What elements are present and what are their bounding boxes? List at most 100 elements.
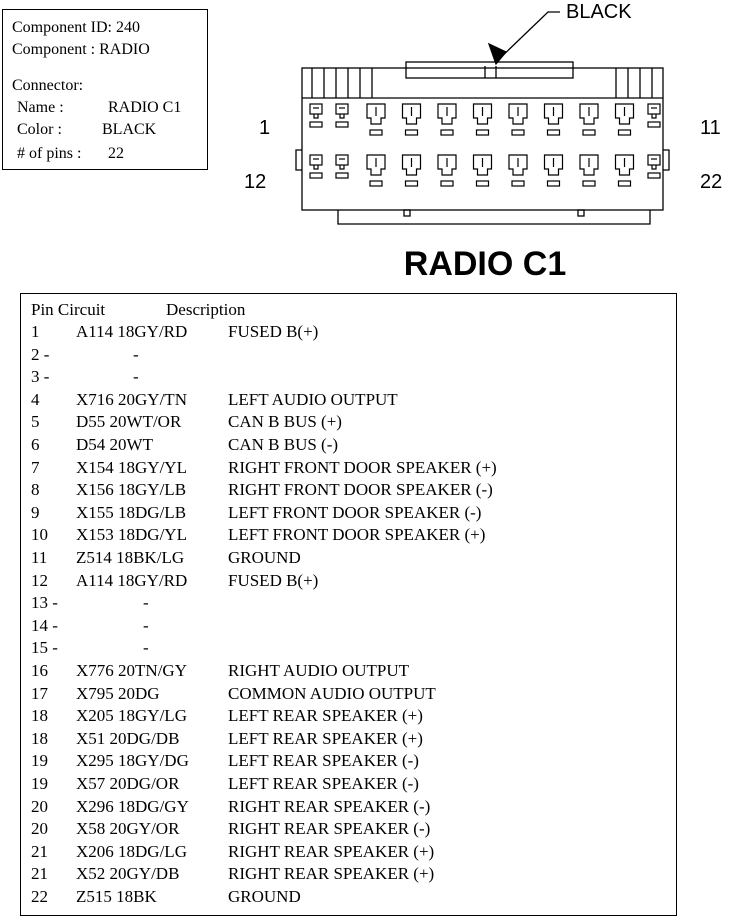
pin-cavity	[309, 154, 323, 166]
table-row: 15 --	[21, 637, 676, 659]
pin-cavity	[508, 103, 528, 125]
cell-pin: 15 -	[31, 638, 58, 658]
connector-body	[301, 67, 664, 211]
pin-cavity	[508, 154, 528, 176]
pin-label-top-right: 11	[700, 117, 721, 139]
connector-color-value: BLACK	[102, 121, 157, 138]
cell-circuit: -	[143, 593, 149, 613]
cell-pin: 10	[31, 525, 48, 545]
pin-count-label: # of pins :	[17, 145, 82, 162]
cell-pin: 9	[31, 502, 40, 522]
connector-title: RADIO C1	[403, 245, 567, 283]
table-row: 3 - -	[21, 366, 676, 388]
cell-description: LEFT REAR SPEAKER (+)	[228, 706, 423, 726]
pin-cavity	[437, 103, 457, 125]
color-callout-arrowhead	[487, 42, 508, 66]
pin-cavity	[647, 103, 661, 115]
pin-cavity	[543, 154, 564, 176]
pin-cavity	[472, 103, 493, 125]
cell-description: LEFT REAR SPEAKER (-)	[228, 751, 419, 771]
cell-circuit: -	[133, 367, 139, 387]
cell-circuit: X716 20GY/TN	[76, 389, 187, 409]
pin-cavities	[309, 103, 661, 187]
cell-circuit: -	[143, 615, 149, 635]
cell-circuit: X296 18DG/GY	[76, 796, 189, 816]
cell-pin: 1	[31, 322, 40, 341]
pin-cavity	[543, 103, 564, 125]
pin-label-bottom-left: 12	[244, 171, 267, 193]
cell-pin: 8	[31, 480, 40, 500]
pin-cavity	[614, 154, 635, 176]
cell-circuit: X206 18DG/LG	[76, 841, 187, 861]
component-info-box: Component ID: 240 Component : RADIO Conn…	[2, 9, 208, 170]
pin-cavity	[335, 103, 349, 115]
cell-circuit: X57 20DG/OR	[76, 774, 180, 793]
cell-pin: 19	[31, 751, 48, 771]
cell-circuit: X58 20GY/OR	[76, 819, 180, 839]
cell-circuit: X155 18DG/LB	[76, 502, 187, 522]
cell-pin: 3 -	[31, 367, 50, 387]
header-pin-circuit: Pin Circuit	[31, 300, 106, 319]
cell-pin: 7	[31, 457, 40, 477]
connector-face-diagram	[295, 11, 670, 225]
table-header: Pin Circuit Description	[21, 299, 676, 321]
cell-circuit: X205 18GY/LG	[76, 706, 187, 726]
pin-cavity	[309, 103, 323, 115]
cell-description: GROUND	[228, 887, 301, 906]
pin-cavity	[579, 154, 599, 176]
cell-description: RIGHT REAR SPEAKER (+)	[228, 864, 435, 884]
cell-description: LEFT REAR SPEAKER (+)	[228, 728, 423, 748]
cell-circuit: A114 18GY/RD	[76, 322, 188, 341]
cell-circuit: A114 18GY/RD	[76, 570, 188, 590]
cell-pin: 18	[31, 706, 48, 726]
cell-description: RIGHT REAR SPEAKER (-)	[228, 796, 431, 816]
pin-cavity	[579, 103, 599, 125]
header-description: Description	[166, 300, 246, 319]
connector-heading: Connector:	[12, 77, 84, 94]
cell-pin: 17	[31, 683, 48, 703]
pin-cavity	[366, 103, 386, 125]
cell-pin: 20	[31, 796, 48, 816]
connector-name-label: Name :	[17, 99, 64, 116]
table-row: 20 X296 18DG/GY RIGHT REAR SPEAKER (-)	[21, 796, 676, 818]
cell-circuit: X153 18DG/YL	[76, 525, 187, 545]
cell-description: FUSED B(+)	[228, 322, 319, 341]
cell-circuit: X51 20DG/DB	[76, 728, 180, 748]
cell-description: LEFT REAR SPEAKER (-)	[228, 774, 419, 793]
connector-name-value: RADIO C1	[108, 99, 182, 116]
connector-color-label: Color :	[17, 121, 62, 138]
cell-description: LEFT FRONT DOOR SPEAKER (-)	[228, 502, 482, 522]
cell-circuit: X154 18GY/YL	[76, 457, 187, 477]
cell-description: CAN B BUS (-)	[228, 435, 339, 454]
cell-description: CAN B BUS (+)	[228, 412, 342, 432]
cell-pin: 4	[31, 389, 40, 409]
cell-pin: 13 -	[31, 593, 58, 613]
cell-circuit: X795 20DG	[76, 683, 160, 703]
cell-description: COMMON AUDIO OUTPUT	[228, 683, 436, 703]
pin-cavity	[401, 154, 422, 176]
cell-pin: 14 -	[31, 615, 58, 635]
pin-label-top-left: 1	[259, 117, 271, 139]
color-callout-leader	[495, 11, 560, 63]
pin-cavity	[437, 154, 457, 176]
cell-circuit: X156 18GY/LB	[76, 480, 187, 500]
top-latch	[405, 61, 574, 79]
cell-pin: 18	[31, 728, 48, 748]
cell-pin: 16	[31, 661, 48, 680]
cell-pin: 2 -	[31, 344, 50, 364]
cell-circuit: D55 20WT/OR	[76, 412, 182, 432]
cell-description: RIGHT REAR SPEAKER (+)	[228, 841, 435, 861]
cell-pin: 20	[31, 819, 48, 839]
